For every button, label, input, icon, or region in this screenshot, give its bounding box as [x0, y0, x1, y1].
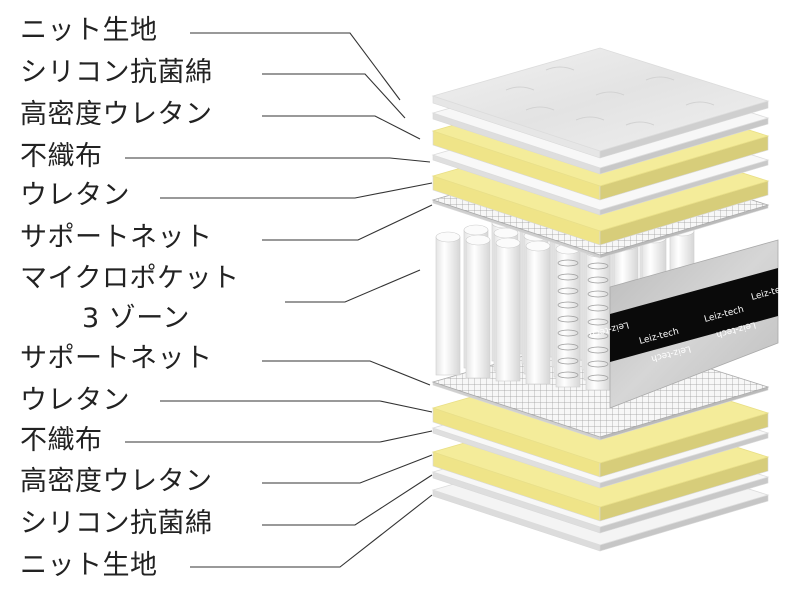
- spring-coil: [557, 273, 579, 281]
- spring-body: [585, 251, 611, 391]
- label-nonwoven-bottom: 不織布: [20, 425, 103, 456]
- layer-stack: [431, 333, 770, 552]
- spring-pocket: [555, 243, 581, 388]
- leader-line: [160, 400, 433, 413]
- spring-coil: [587, 360, 609, 368]
- top-layer-stack: [431, 47, 770, 259]
- label-urethane-bottom: ウレタン: [20, 385, 130, 416]
- leader-line: [160, 182, 433, 199]
- label-urethane-top: ウレタン: [20, 180, 130, 211]
- spring-pocket: [585, 246, 611, 391]
- spring-top: [463, 224, 489, 236]
- leader-line: [190, 32, 401, 101]
- label-silicone-cotton-top: シリコン抗菌綿: [20, 57, 213, 88]
- leader-line: [262, 73, 406, 119]
- leader-line: [125, 157, 431, 163]
- layer-knit-fabric-top-top-face: [431, 47, 770, 152]
- spring-body: [435, 236, 461, 376]
- spring-top: [465, 234, 491, 246]
- quilt-mark: [525, 106, 555, 111]
- spring-pocket: [435, 231, 461, 376]
- quilt-mark: [685, 101, 715, 106]
- label-knit-fabric-top: ニット生地: [20, 15, 158, 46]
- quilt-mark: [575, 116, 605, 121]
- leader-line: [262, 204, 433, 241]
- label-micro-pocket: マイクロポケット: [20, 263, 240, 294]
- spring-pocket: [495, 237, 521, 382]
- spring-coil: [587, 276, 609, 284]
- spring-pocket: [525, 240, 551, 385]
- label-silicone-cotton-bottom: シリコン抗菌綿: [20, 508, 213, 539]
- leader-line: [262, 454, 433, 484]
- quilt-mark: [595, 91, 625, 96]
- leader-lines: [125, 32, 433, 568]
- spring-coil: [557, 287, 579, 295]
- quilt-mark: [505, 86, 535, 91]
- spring-top: [495, 237, 521, 249]
- leader-line: [262, 115, 421, 140]
- spring-coil: [557, 343, 579, 351]
- label-support-net-bottom: サポートネット: [20, 343, 213, 374]
- spring-coil: [557, 259, 579, 267]
- spring-coil: [587, 318, 609, 326]
- spring-coil: [587, 304, 609, 312]
- spring-coil: [587, 346, 609, 354]
- spring-top: [525, 240, 551, 252]
- spring-coil: [587, 332, 609, 340]
- spring-top: [435, 231, 461, 243]
- spring-body: [525, 245, 551, 385]
- leader-line: [285, 269, 421, 303]
- side-panel: Leiz-techLeiz-techLeiz-techLeiz-techLeiz…: [588, 239, 792, 409]
- label-support-net-top: サポートネット: [20, 222, 213, 253]
- label-knit-fabric-bottom: ニット生地: [20, 550, 158, 581]
- spring-coil: [557, 357, 579, 365]
- spring-coil: [587, 262, 609, 270]
- quilt-mark: [645, 76, 675, 81]
- quilt-mark: [625, 121, 655, 126]
- leader-line: [262, 360, 431, 386]
- label-three-zone: 3 ゾーン: [82, 303, 190, 334]
- leader-line: [125, 430, 433, 443]
- quilt-mark: [545, 66, 575, 71]
- label-high-density-urethane-top: 高密度ウレタン: [20, 99, 213, 130]
- side-panel-band: [610, 268, 778, 362]
- label-high-density-urethane-bottom: 高密度ウレタン: [20, 466, 213, 497]
- spring-coil: [557, 329, 579, 337]
- spring-body: [555, 248, 581, 388]
- leader-line: [262, 474, 433, 526]
- leader-line: [190, 494, 433, 568]
- spring-coil: [587, 290, 609, 298]
- spring-body: [495, 242, 521, 382]
- spring-coil: [557, 301, 579, 309]
- spring-body: [465, 239, 491, 379]
- spring-coil: [557, 315, 579, 323]
- spring-coil: [557, 371, 579, 379]
- layer-knit-fabric-top: [431, 47, 770, 159]
- spring-coil: [587, 374, 609, 382]
- label-nonwoven-top: 不織布: [20, 141, 103, 172]
- spring-pocket: [465, 234, 491, 379]
